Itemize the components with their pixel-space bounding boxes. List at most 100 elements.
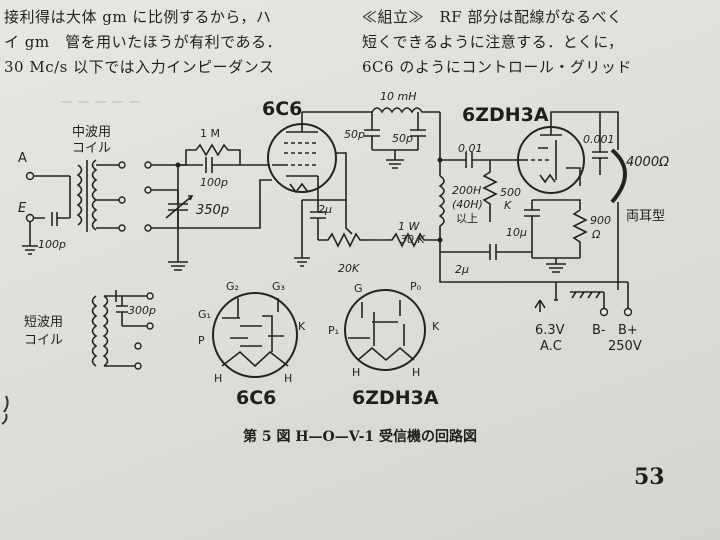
label-r-g2b: K (504, 199, 512, 212)
earth-terminal (25, 213, 35, 223)
node (175, 162, 181, 168)
label-phones2: 両耳型 (626, 209, 665, 224)
label-c-grid: 100p (200, 176, 228, 189)
right-text-line-1: ≪組立≫ RF 部分は配線がなるべく (362, 8, 623, 26)
tube1-base-diagram (212, 292, 298, 378)
tube1-cathode-heater (286, 175, 319, 200)
page-number: 53 (634, 464, 665, 490)
tube1-envelope (267, 123, 337, 193)
label-ind3: 以上 (456, 212, 478, 225)
coil-terminal (144, 161, 152, 169)
screen-tap (345, 200, 353, 235)
tube2-base-diagram (344, 289, 426, 371)
pin-6c6-g3: G₃ (272, 280, 285, 293)
coil-switch-wires (151, 164, 179, 229)
ground-symbol-cathode (294, 240, 310, 267)
left-text-line-3: 30 Mc/s 以下では入力インピーダンス (4, 58, 275, 76)
label-c-rf1: 50p (344, 128, 365, 141)
label-r-dec: 1 W (398, 220, 420, 233)
heater-arrow (534, 282, 558, 312)
ground-symbol-tune (168, 228, 188, 271)
coil-terminal (146, 292, 154, 300)
figure-caption: 第 5 図 H—O—V-1 受信機の回路図 (242, 429, 478, 445)
pin-6zdh3a-h1: H (352, 366, 360, 379)
rf-cap-2 (372, 112, 426, 151)
tuning-capacitor (165, 190, 194, 228)
power-leads (603, 282, 629, 308)
label-antenna: A (18, 151, 27, 166)
tube1-base-label: 6C6 (236, 387, 276, 409)
coil-terminal (118, 196, 126, 204)
tube2-plate (540, 111, 600, 136)
ground-symbol-rf (386, 150, 404, 169)
grid-leak-resistor (178, 143, 241, 166)
headphones-icon (610, 148, 627, 204)
right-text-line-2: 短くできるように注意する．とくに， (362, 33, 624, 51)
coil-terminal (134, 342, 142, 350)
edge-mark (1, 395, 9, 425)
tube2-base-heater (357, 346, 415, 362)
label-c-ant: 100p (38, 238, 66, 251)
label-phones: 4000Ω (626, 155, 669, 170)
decoupling-capacitor (439, 240, 628, 283)
tune-return (178, 179, 272, 229)
sw-trimmer-cap (116, 295, 148, 327)
rf-choke (371, 107, 440, 114)
tube2-label: 6ZDH3A (462, 104, 549, 126)
label-earth: E (18, 201, 27, 216)
pin-6zdh3a-p0: P₀ (410, 280, 422, 293)
mw-coil-label-1: 中波用 (72, 125, 111, 140)
pin-6c6-h1: H (214, 372, 222, 385)
label-term-bplus: B+ (618, 323, 638, 338)
phones-feed (600, 111, 619, 150)
tube2-cathode (566, 167, 581, 186)
ground-symbol-earth (22, 222, 38, 255)
screen-bypass (301, 199, 346, 240)
coil-terminal (144, 186, 152, 194)
tube1-plate (286, 112, 318, 133)
coupling-capacitor (440, 152, 524, 168)
mw-coil-label-2: コイル (72, 141, 111, 156)
label-r-k2: 900 (590, 214, 611, 227)
label-c-sw: 300p (128, 304, 156, 317)
grid-capacitor (178, 157, 270, 173)
label-c-out: 0.001 (583, 133, 615, 146)
pin-6zdh3a-h2: H (412, 366, 420, 379)
sw-coil-secondary (102, 295, 109, 367)
b-plus-terminal (623, 307, 633, 317)
pin-6c6-p: P (198, 334, 205, 347)
coil-terminal (144, 224, 152, 232)
label-c-coup: 0.01 (458, 142, 483, 155)
tube2-base-label: 6ZDH3A (352, 387, 439, 409)
label-c-tune: 350p (196, 203, 229, 218)
resistor-30k (388, 232, 440, 248)
antenna-terminal (25, 171, 35, 181)
tube1-screen-lead (336, 152, 347, 200)
coil-terminal (134, 362, 142, 370)
sw-coil-primary (91, 295, 98, 367)
tube2-base-elements (348, 300, 405, 346)
coil-terminal (118, 161, 126, 169)
label-r-k2b: Ω (591, 228, 601, 241)
ground-symbol-cathode2 (532, 257, 580, 273)
resistor-900 (572, 209, 588, 258)
right-text-line-3: 6C6 のようにコントロール・グリッド (362, 58, 632, 76)
left-text-line-2: イ gm 管を用いたほうが有利である． (4, 33, 282, 51)
pin-6c6-k: K (298, 320, 306, 333)
rf-cap-1 (364, 112, 380, 150)
inductor-200h (438, 175, 445, 240)
label-r-grid: 1 M (200, 127, 220, 140)
resistor-500k (482, 160, 498, 222)
pin-6c6-h2: H (284, 372, 292, 385)
tube1-base-elements (222, 298, 284, 352)
tube2-elements (538, 140, 557, 184)
label-term-6v: 6.3V (535, 323, 565, 338)
resistor-20k (318, 232, 388, 248)
label-c-rf2: 50p (392, 132, 413, 145)
output-capacitor (592, 112, 608, 175)
sw-coil-label-1: 短波用 (24, 315, 63, 330)
label-r-g2: 500 (500, 186, 521, 199)
label-c-dec: 2μ (455, 263, 469, 276)
